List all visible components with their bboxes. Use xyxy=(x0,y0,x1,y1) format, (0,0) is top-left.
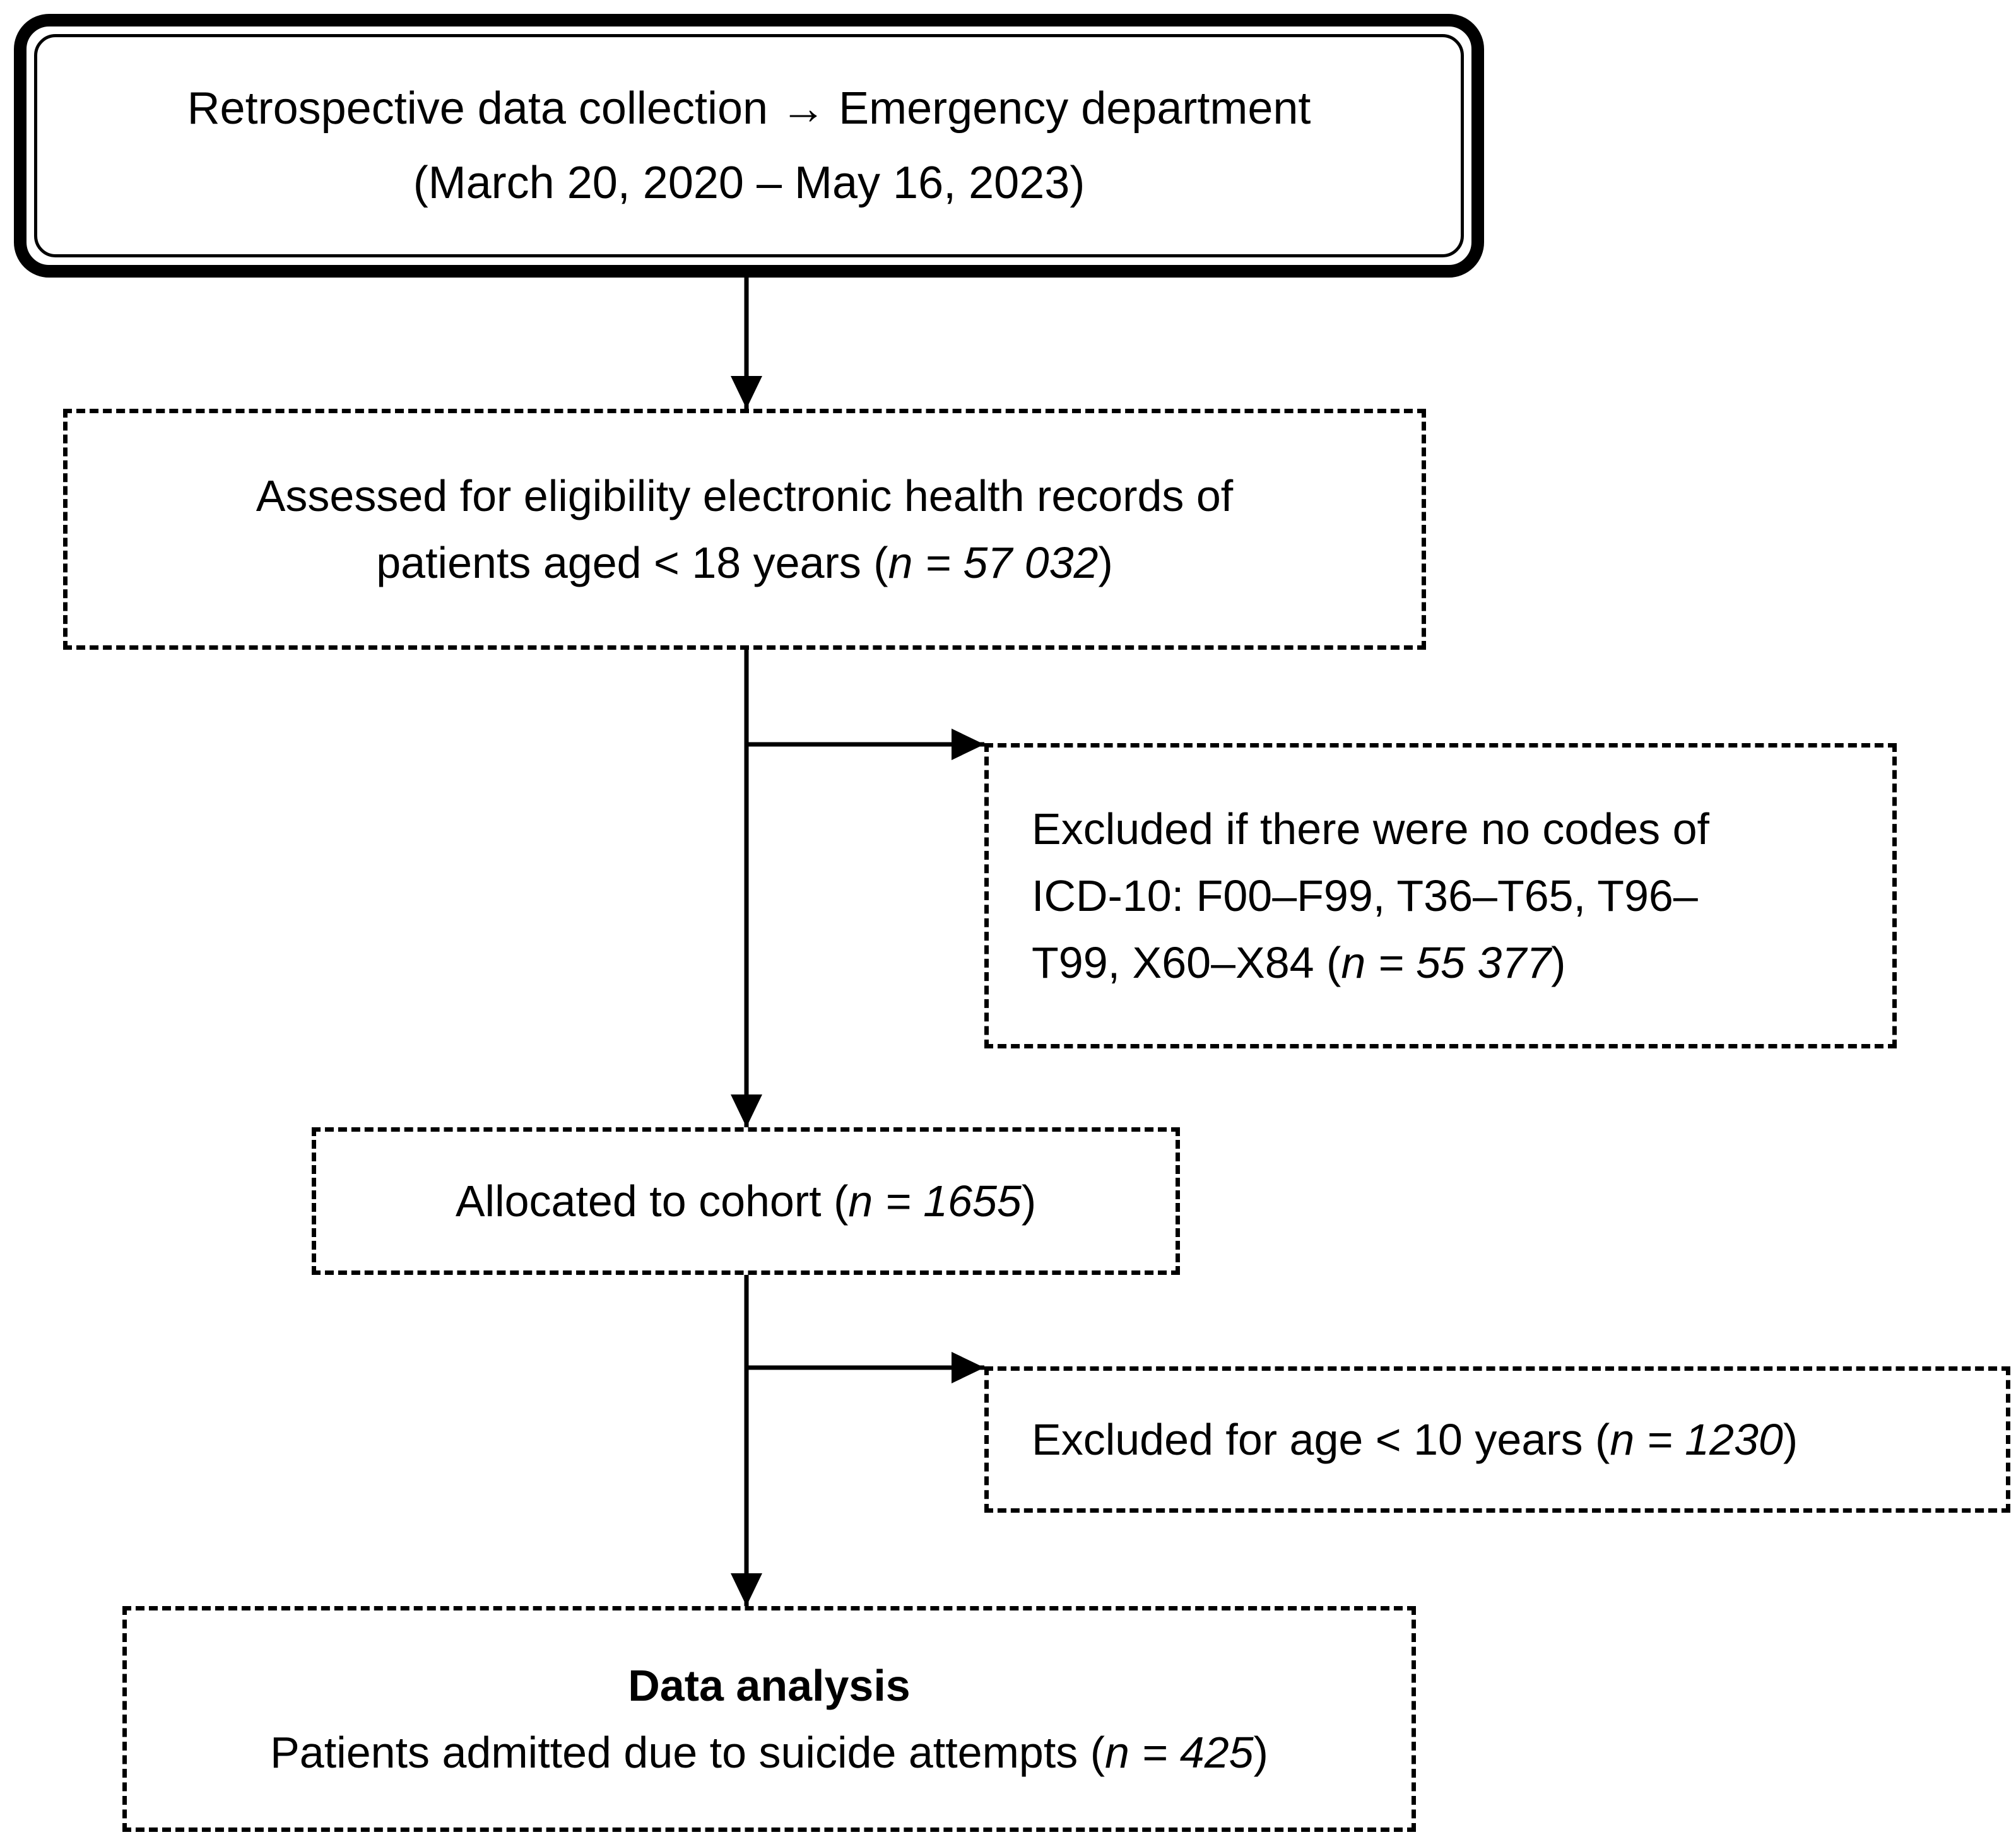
cohort-close: ) xyxy=(1021,1176,1037,1226)
excluded-codes-line-3: T99, X60–X84 (n = 55 377) xyxy=(1032,929,1565,996)
assessed-line-2: patients aged < 18 years (n = 57 032) xyxy=(376,529,1113,596)
excluded-age-box: Excluded for age < 10 years (n = 1230) xyxy=(984,1366,2010,1513)
analysis-title: Data analysis xyxy=(628,1661,911,1710)
excluded-codes-n-label: n xyxy=(1341,938,1366,987)
cohort-n-label: n xyxy=(848,1176,873,1226)
analysis-box: Data analysis Patients admitted due to s… xyxy=(122,1606,1416,1832)
arrowhead-analysis xyxy=(731,1573,762,1606)
analysis-line-2-text: Patients admitted due to suicide attempt… xyxy=(270,1728,1105,1777)
excluded-age-text: Excluded for age < 10 years ( xyxy=(1032,1415,1610,1464)
excluded-age-n-value: 1230 xyxy=(1685,1415,1783,1464)
assessed-line-2-text: patients aged < 18 years ( xyxy=(376,538,888,587)
excluded-codes-n-eq: = xyxy=(1365,938,1417,987)
excluded-age-close: ) xyxy=(1783,1415,1798,1464)
analysis-close: ) xyxy=(1253,1728,1268,1777)
excluded-codes-n-value: 55 377 xyxy=(1416,938,1552,987)
start-line-1: Retrospective data collection → Emergenc… xyxy=(187,83,1311,134)
excluded-codes-line-1: Excluded if there were no codes of xyxy=(1032,804,1709,854)
excluded-codes-line-3-text: T99, X60–X84 ( xyxy=(1032,938,1341,987)
cohort-n-eq: = xyxy=(873,1176,924,1226)
analysis-line-2: Patients admitted due to suicide attempt… xyxy=(270,1719,1268,1786)
start-box: Retrospective data collection → Emergenc… xyxy=(34,34,1464,257)
excluded-codes-close: ) xyxy=(1551,938,1566,987)
analysis-n-label: n xyxy=(1105,1728,1129,1777)
analysis-n-eq: = xyxy=(1129,1728,1180,1777)
arrowhead-excluded-age xyxy=(952,1352,984,1383)
analysis-n-value: 425 xyxy=(1179,1728,1254,1777)
arrowhead-excluded-codes xyxy=(952,729,984,760)
cohort-box: Allocated to cohort (n = 1655) xyxy=(312,1127,1180,1275)
arrowhead-cohort xyxy=(731,1094,762,1127)
excluded-age-n-eq: = xyxy=(1634,1415,1685,1464)
start-line-2: (March 20, 2020 – May 16, 2023) xyxy=(413,158,1085,208)
excluded-codes-box: Excluded if there were no codes of ICD-1… xyxy=(984,743,1897,1048)
excluded-codes-line-2: ICD-10: F00–F99, T36–T65, T96– xyxy=(1032,871,1698,920)
cohort-line: Allocated to cohort (n = 1655) xyxy=(456,1168,1036,1235)
excluded-age-n-label: n xyxy=(1610,1415,1635,1464)
assessed-n-label: n xyxy=(888,538,913,587)
assessed-n-value: 57 032 xyxy=(963,538,1099,587)
arrowhead-assessed xyxy=(731,376,762,409)
assessed-line-1: Assessed for eligibility electronic heal… xyxy=(256,471,1234,520)
assessed-close: ) xyxy=(1098,538,1113,587)
cohort-n-value: 1655 xyxy=(923,1176,1022,1226)
assessed-box: Assessed for eligibility electronic heal… xyxy=(63,409,1426,650)
cohort-text: Allocated to cohort ( xyxy=(455,1176,849,1226)
assessed-n-eq: = xyxy=(912,538,964,587)
excluded-age-line: Excluded for age < 10 years (n = 1230) xyxy=(1032,1406,1798,1473)
